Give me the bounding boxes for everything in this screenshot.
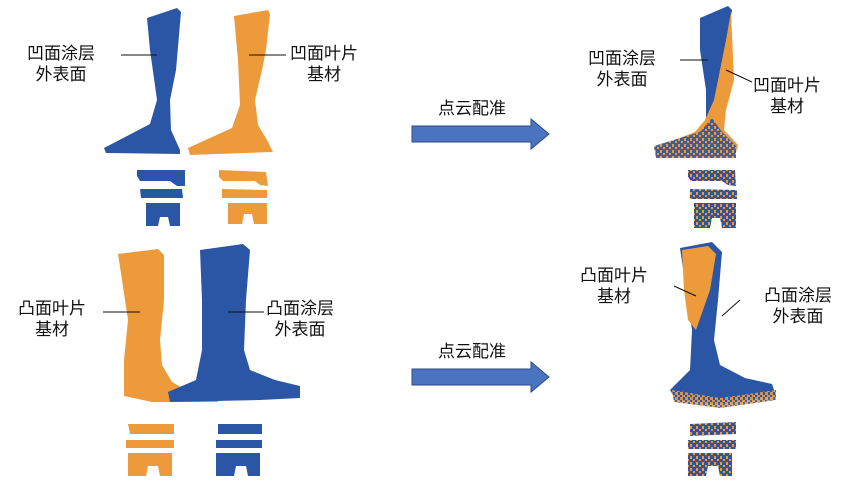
convex-coating-root-top: [218, 424, 262, 434]
convex-registered-point-cloud: [670, 242, 776, 476]
concave-coating-root-mid: [140, 189, 183, 198]
convex-blade-root-bottom: [128, 453, 172, 476]
concave-coating-label-line1: 凹面涂层: [27, 44, 95, 65]
convex-result-blade-label-line2: 基材: [580, 287, 648, 308]
convex-coating-root-mid: [216, 440, 262, 448]
concave-coating-point-cloud: [104, 8, 185, 226]
concave-result-root-top: [688, 170, 736, 186]
concave-blade-label-line1: 凹面叶片: [290, 44, 358, 65]
convex-result-coating-label: 凸面涂层 外表面: [764, 286, 832, 328]
concave-registration-label: 点云配准: [438, 99, 506, 120]
concave-blade-root-top: [219, 170, 268, 186]
concave-coating-root-bottom: [146, 203, 180, 226]
concave-coating-blade: [104, 8, 181, 154]
convex-coating-label-line1: 凸面涂层: [266, 299, 334, 320]
convex-result-blade-label-line1: 凸面叶片: [580, 266, 648, 287]
concave-blade-root-bottom: [228, 203, 267, 224]
convex-result-blade-label: 凸面叶片 基材: [580, 266, 648, 308]
concave-coating-label-line2: 外表面: [27, 65, 95, 86]
convex-blade-root-top: [128, 424, 174, 434]
convex-result-coating-label-line1: 凸面涂层: [764, 286, 832, 307]
concave-registration-arrow: [412, 119, 549, 149]
concave-blade-label: 凹面叶片 基材: [290, 44, 358, 86]
concave-result-coating-label-line1: 凹面涂层: [588, 49, 656, 70]
convex-coating-label-line2: 外表面: [266, 320, 334, 341]
convex-coating-root-bottom: [216, 453, 260, 476]
convex-registration-label: 点云配准: [438, 342, 506, 363]
concave-result-blade-label-line2: 基材: [753, 97, 821, 118]
concave-blade-body: [188, 10, 273, 155]
concave-result-blade-label-line1: 凹面叶片: [753, 76, 821, 97]
convex-coating-label: 凸面涂层 外表面: [266, 299, 334, 341]
convex-result-root-mid: [688, 440, 736, 449]
concave-result-coating-label: 凹面涂层 外表面: [588, 49, 656, 91]
concave-result-root-bottom: [694, 203, 736, 228]
convex-blade-label-line2: 基材: [18, 320, 86, 341]
concave-blade-point-cloud: [188, 10, 273, 224]
concave-coating-label: 凹面涂层 外表面: [27, 44, 95, 86]
convex-blade-label-line1: 凸面叶片: [18, 299, 86, 320]
concave-blade-label-line2: 基材: [290, 65, 358, 86]
convex-result-coating-label-line2: 外表面: [764, 307, 832, 328]
convex-blade-label: 凸面叶片 基材: [18, 299, 86, 341]
concave-result-root-mid: [690, 189, 737, 199]
convex-blade-root-mid: [126, 440, 174, 448]
concave-registered-point-cloud: [654, 6, 738, 228]
concave-blade-root-mid: [222, 189, 267, 198]
concave-result-blade-label: 凹面叶片 基材: [753, 76, 821, 118]
convex-result-coating-leader: [722, 300, 740, 316]
convex-registration-arrow: [412, 362, 549, 392]
concave-coating-root-top: [137, 170, 185, 186]
concave-result-coating-label-line2: 外表面: [588, 70, 656, 91]
convex-coating-point-cloud: [168, 244, 300, 476]
convex-result-root-top: [690, 422, 736, 436]
convex-result-root-bottom: [688, 453, 732, 476]
